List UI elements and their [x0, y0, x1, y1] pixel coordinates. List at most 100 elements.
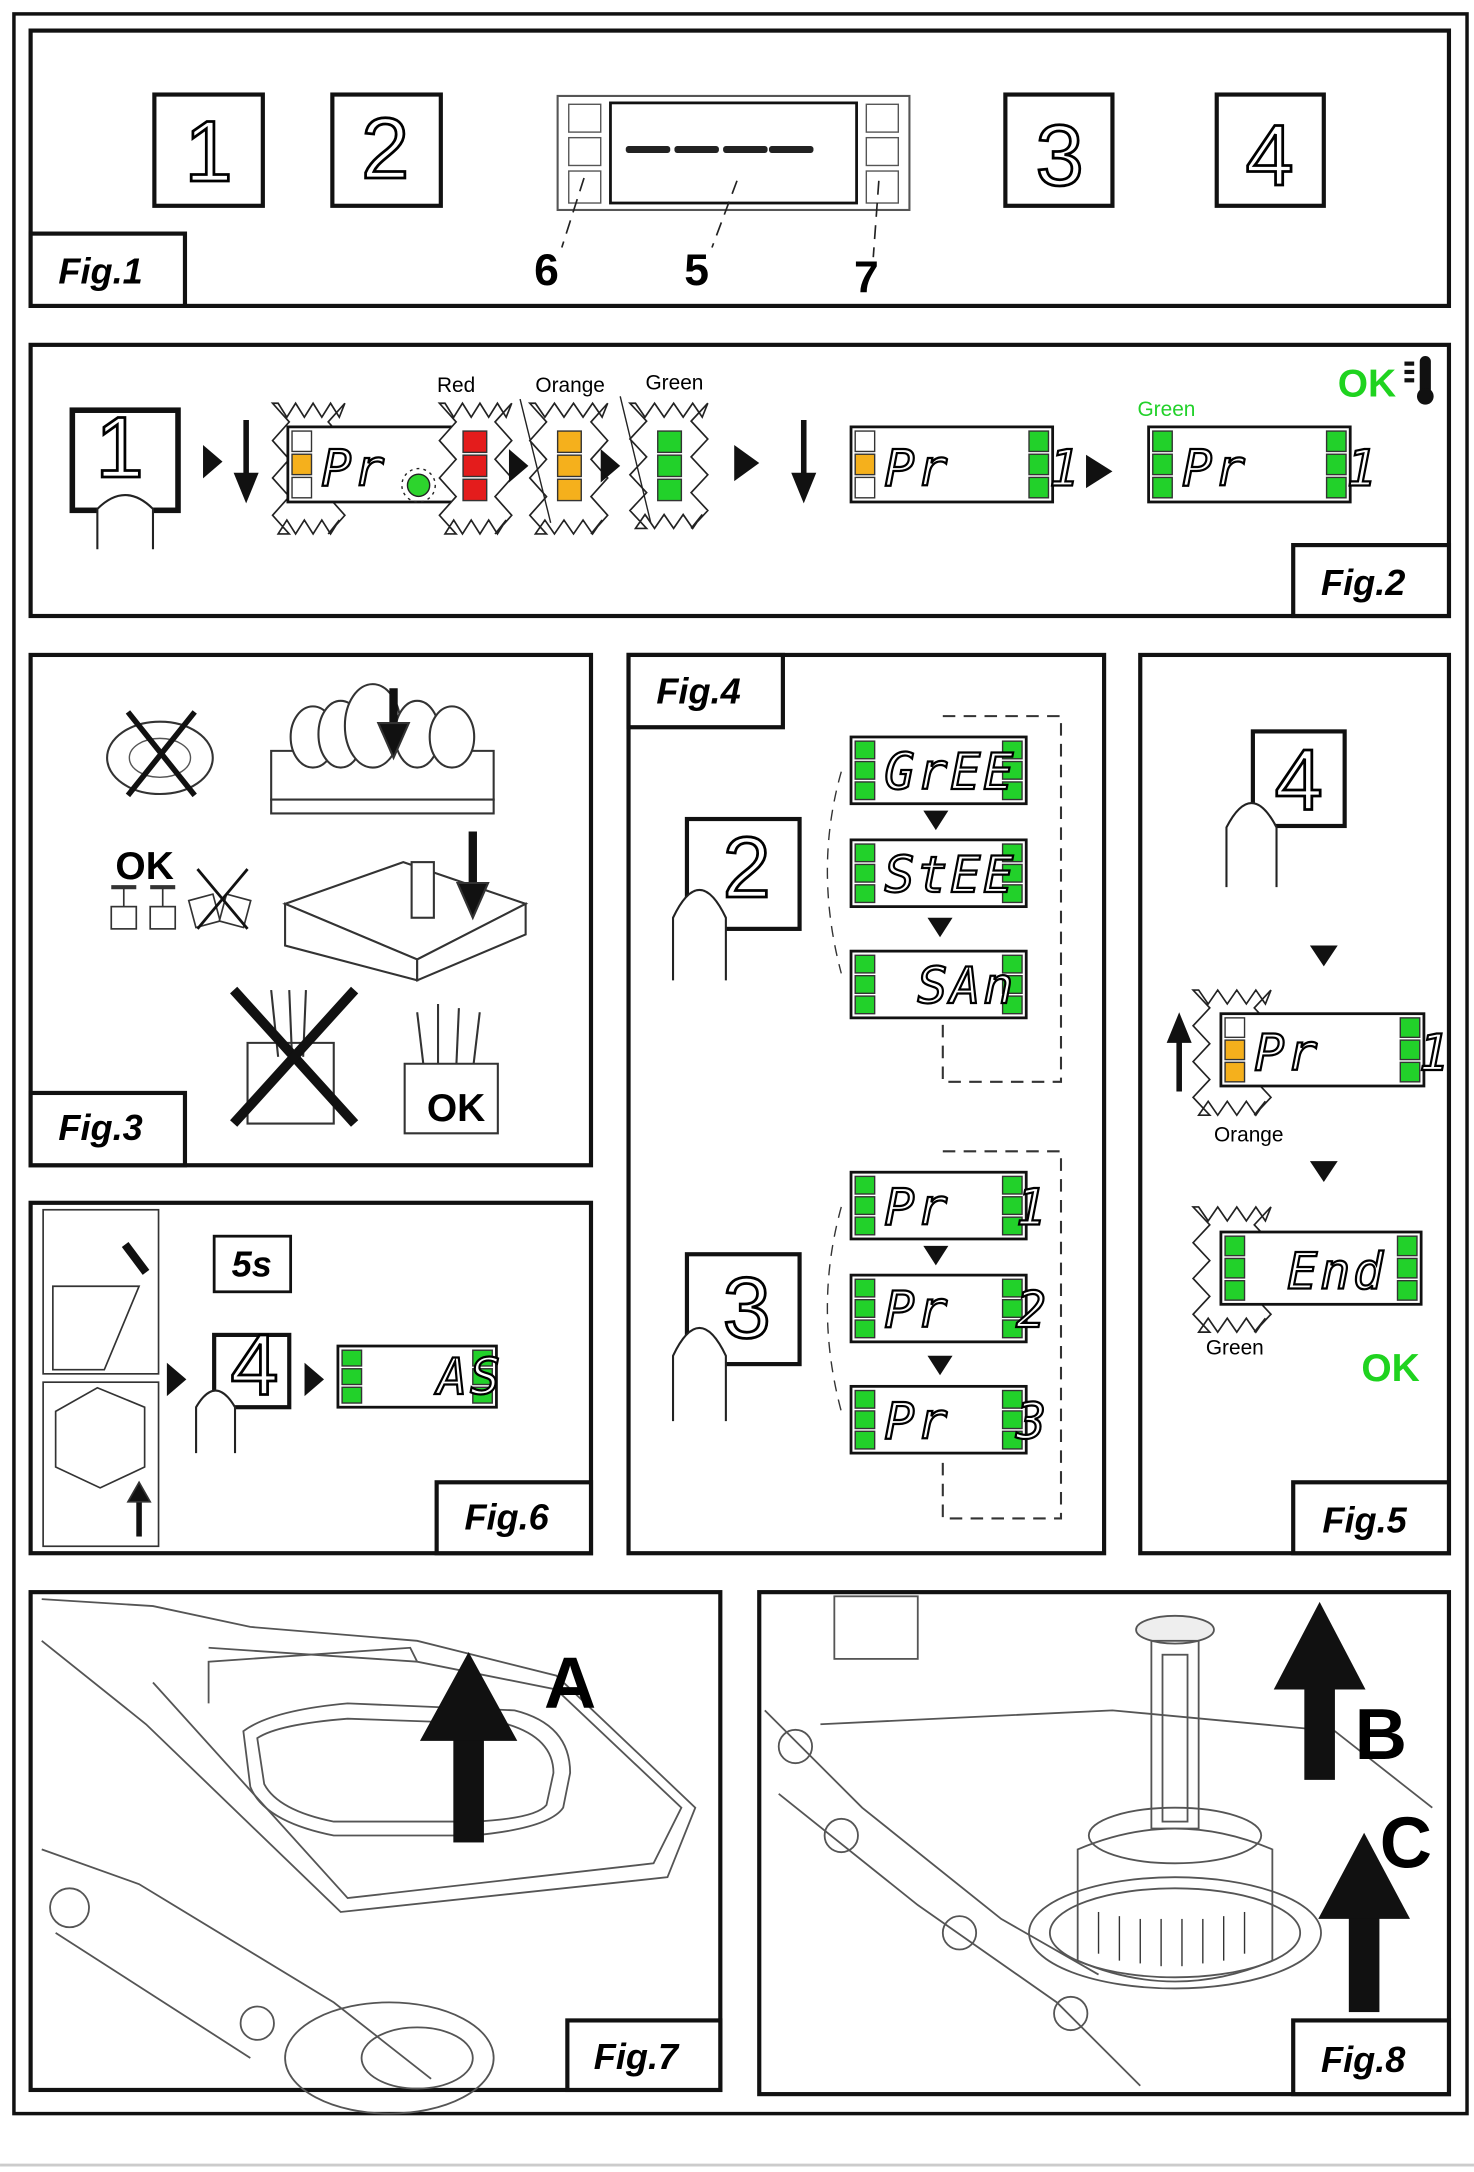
display-stee: StEE	[849, 838, 1028, 909]
led-green	[854, 740, 876, 760]
led-green	[1001, 1278, 1023, 1298]
key-1[interactable]: 1	[152, 92, 265, 208]
led-green	[854, 954, 876, 974]
key-3-label: 3	[1036, 108, 1084, 204]
led-green	[1001, 1430, 1023, 1450]
finger-icon	[671, 1326, 727, 1422]
key-4-press-label: 4	[1275, 732, 1323, 828]
cutlery-ok-text: OK	[427, 1087, 485, 1130]
led-green	[1028, 476, 1050, 499]
led-green	[854, 863, 876, 883]
glasses-ok-text: OK	[115, 845, 173, 888]
lcd-text: Pr 3	[884, 1392, 1049, 1450]
filter-cover-drawing	[41, 1598, 697, 2115]
led-green	[1001, 740, 1023, 760]
thermometer-icon	[1404, 355, 1434, 405]
cutlery-wrong-icon	[230, 986, 359, 1127]
key-2-press[interactable]: 2	[671, 816, 802, 981]
led-green	[1001, 1319, 1023, 1339]
display-gree: GrEE	[849, 735, 1028, 806]
callout-6: 6	[534, 246, 559, 295]
lcd-text: SAn	[884, 957, 1016, 1015]
display-san: SAn	[849, 949, 1028, 1020]
led-green	[1001, 995, 1023, 1015]
finger-icon	[195, 1389, 237, 1454]
fig3-panel: Fig.3 OK OK	[28, 652, 594, 1168]
fig8-label: Fig.8	[1321, 2039, 1406, 2080]
lcd-text: Pr	[321, 439, 387, 497]
arrow-down-icon	[927, 917, 953, 938]
finger-icon	[1225, 802, 1278, 888]
fig5-label: Fig.5	[1322, 1499, 1407, 1540]
fig6-panel: Fig.6 5s 4 AS	[28, 1200, 594, 1556]
led-green	[1001, 863, 1023, 883]
lcd-frame	[849, 949, 1028, 1020]
orange-leds	[556, 430, 582, 502]
led-green	[1001, 1175, 1023, 1195]
led-green	[1396, 1279, 1418, 1301]
key-2-label: 2	[361, 101, 409, 197]
led-green	[1396, 1235, 1418, 1257]
lcd-frame	[1147, 425, 1352, 504]
led-green	[1399, 1039, 1421, 1061]
fig8-panel: B C Fig.8	[757, 1590, 1452, 2097]
lcd-text: GrEE	[884, 743, 1016, 801]
led-green	[657, 478, 683, 502]
led-green	[1001, 974, 1023, 994]
lcd-text: Pr 1	[884, 1178, 1049, 1236]
led-green	[1001, 1298, 1023, 1318]
arrow-down-icon	[923, 1245, 949, 1266]
lcd-frame	[849, 1273, 1028, 1344]
led-off	[291, 476, 313, 499]
lcd-frame	[849, 1170, 1028, 1241]
led-green	[1396, 1257, 1418, 1279]
led-green	[1001, 1196, 1023, 1216]
key-3[interactable]: 3	[1003, 92, 1115, 208]
led-green	[1325, 476, 1347, 499]
key-1-press[interactable]: 1	[69, 399, 181, 550]
led-orange	[556, 454, 582, 478]
led-green	[1028, 453, 1050, 476]
display-pr-1: Pr 1	[849, 1170, 1049, 1241]
key-4-label: 4	[1246, 108, 1294, 204]
key-3-press[interactable]: 3	[671, 1252, 802, 1422]
led-green	[1224, 1257, 1246, 1279]
led-green	[1001, 954, 1023, 974]
led-green	[1001, 884, 1023, 904]
led-green	[1325, 430, 1347, 453]
led-orange	[854, 453, 876, 476]
led-orange	[291, 453, 313, 476]
callout-b: B	[1355, 1695, 1407, 1775]
legend-red: Red	[437, 374, 475, 397]
led-green	[657, 454, 683, 478]
led-green	[1152, 430, 1173, 453]
led-red	[462, 430, 488, 454]
fig7-label: Fig.7	[594, 2036, 680, 2077]
led-green	[854, 781, 876, 801]
key-4-press[interactable]: 4	[1225, 729, 1347, 888]
key-2-press-label: 2	[723, 820, 771, 916]
key-4-hold[interactable]: 4	[195, 1316, 292, 1454]
arrow-down-icon	[927, 1355, 953, 1376]
led-red	[462, 478, 488, 502]
key-4[interactable]: 4	[1214, 92, 1326, 208]
finger-icon	[671, 888, 727, 981]
display-pr-1-draining: Pr 1	[1219, 1012, 1450, 1088]
lcd-text: AS	[371, 1348, 503, 1406]
ok-done-text: OK	[1361, 1347, 1419, 1390]
plate-not-allowed-icon	[106, 710, 214, 798]
led-green	[1224, 1279, 1246, 1301]
led-green	[854, 995, 876, 1015]
fig3-label: Fig.3	[58, 1107, 142, 1148]
key-2[interactable]: 2	[330, 92, 443, 208]
door-closing-icon	[42, 1208, 160, 1375]
lcd-text: End	[1254, 1242, 1386, 1300]
led-green	[472, 1386, 493, 1404]
led-green	[1152, 476, 1173, 499]
callout-c: C	[1380, 1803, 1432, 1883]
arrow-right-icon	[600, 449, 621, 483]
led-green	[1001, 1410, 1023, 1430]
led-green	[854, 974, 876, 994]
arrow-right-icon	[166, 1362, 187, 1397]
arrow-down-icon	[923, 810, 949, 831]
